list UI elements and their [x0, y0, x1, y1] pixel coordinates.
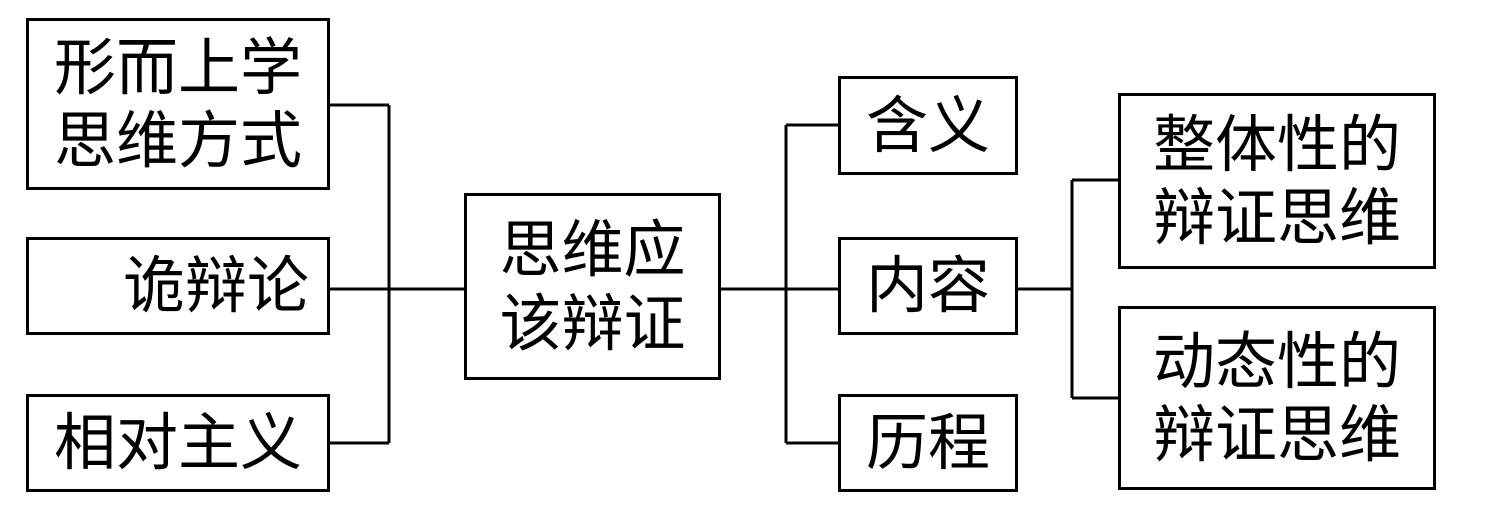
node-center-dialectical: 思维应 该辩证: [464, 193, 721, 380]
node-content: 内容: [838, 237, 1018, 335]
node-holistic-dialectical: 整体性的 辩证思维: [1118, 93, 1436, 269]
node-sophistry: 诡辩论: [26, 237, 330, 335]
node-meaning: 含义: [838, 76, 1018, 175]
node-dynamic-dialectical: 动态性的 辩证思维: [1118, 306, 1436, 490]
node-history: 历程: [838, 394, 1018, 492]
node-relativism: 相对主义: [26, 394, 330, 492]
node-metaphysical-thinking: 形而上学 思维方式: [26, 18, 330, 190]
